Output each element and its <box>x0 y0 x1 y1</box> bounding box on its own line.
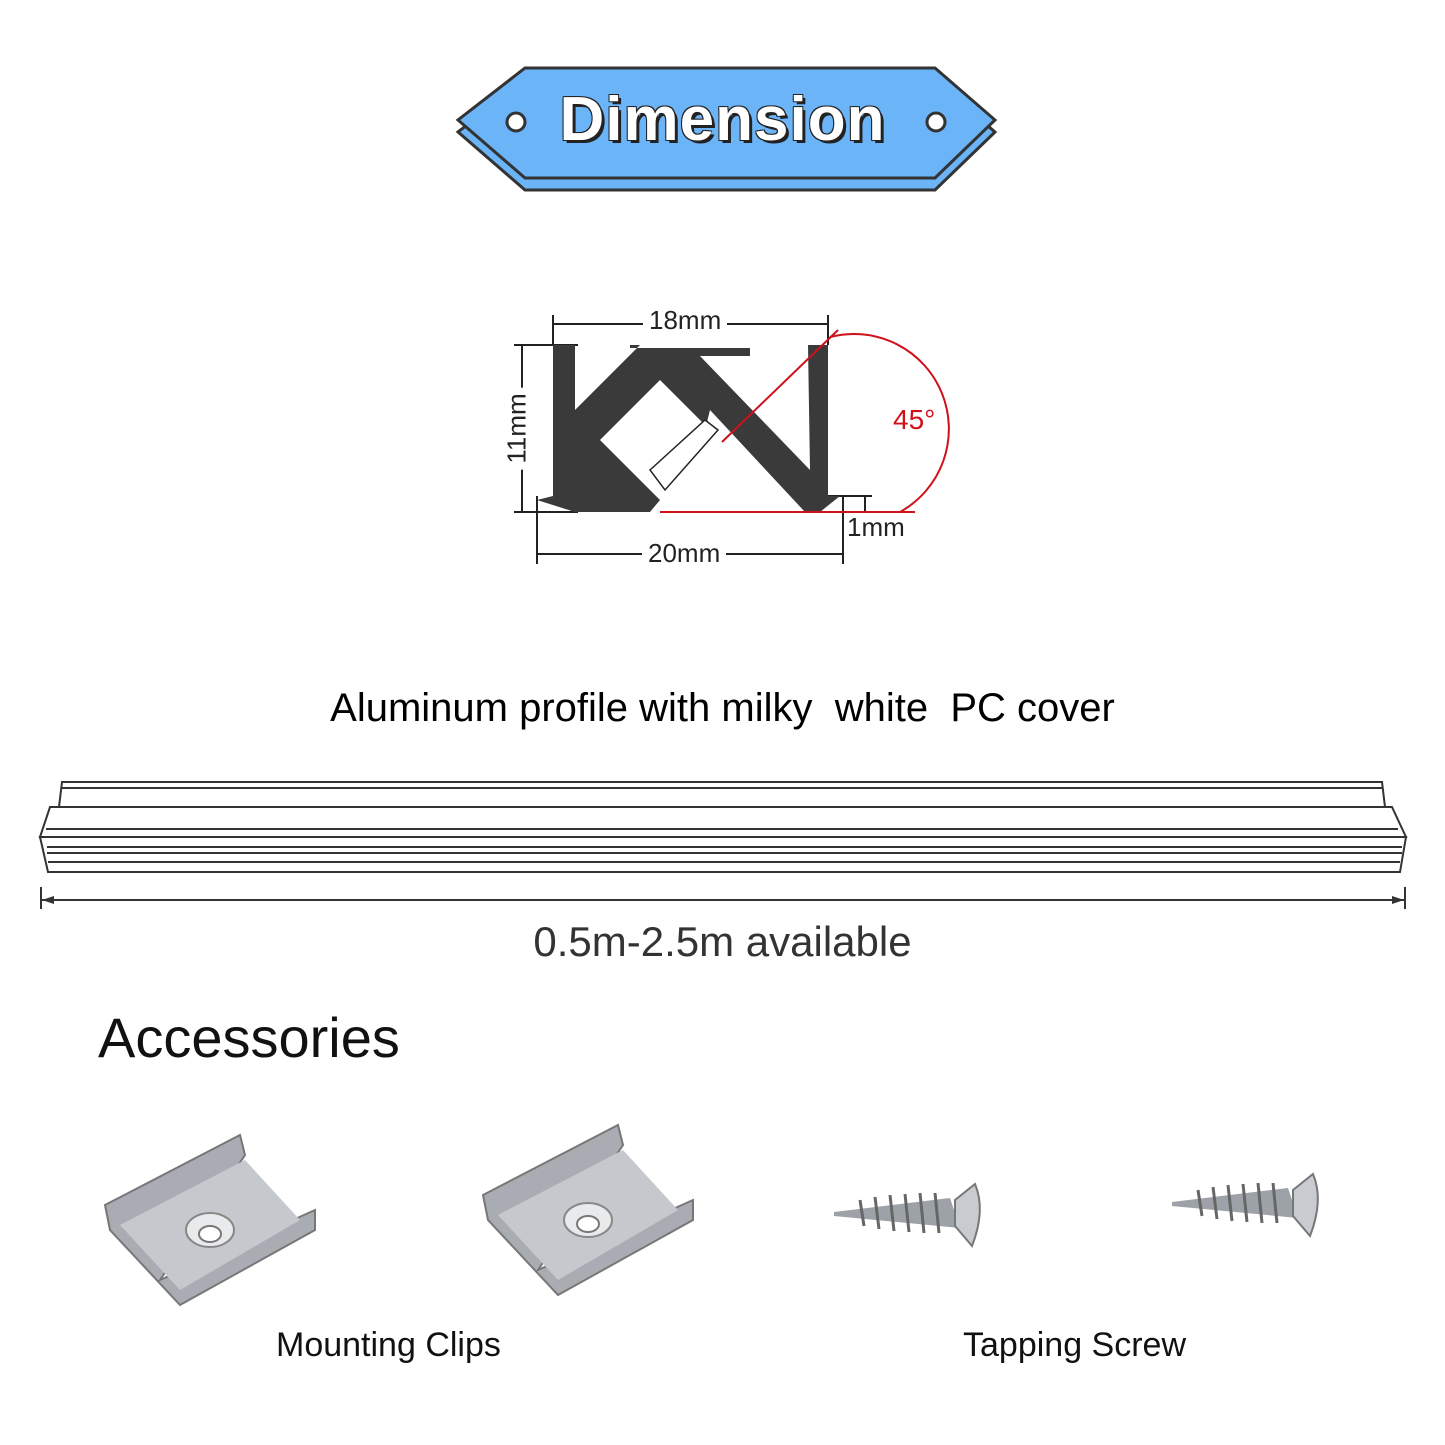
lip-label: 1mm <box>847 512 905 542</box>
accessories-title: Accessories <box>98 1006 400 1069</box>
tapping-screw-label: Tapping Screw <box>963 1326 1187 1364</box>
mounting-clip-icon <box>481 1123 694 1297</box>
angle-label: 45° <box>893 404 936 435</box>
top-width-label: 18mm <box>643 305 728 336</box>
profile-side-view <box>38 781 1408 909</box>
length-availability: 0.5m-2.5m available <box>533 918 912 965</box>
mounting-clips-label: Mounting Clips <box>276 1326 501 1364</box>
bottom-width-label: 20mm <box>642 538 727 569</box>
mounting-clip-icon <box>103 1133 316 1307</box>
height-label: 11mm <box>501 387 533 470</box>
tapping-screw-icon <box>834 1182 981 1248</box>
tapping-screw-icon <box>1172 1172 1319 1238</box>
banner-shape <box>455 66 998 192</box>
profile-title: Aluminum profile with milky white PC cov… <box>330 686 1115 730</box>
banner-title: Dimension <box>559 85 886 154</box>
